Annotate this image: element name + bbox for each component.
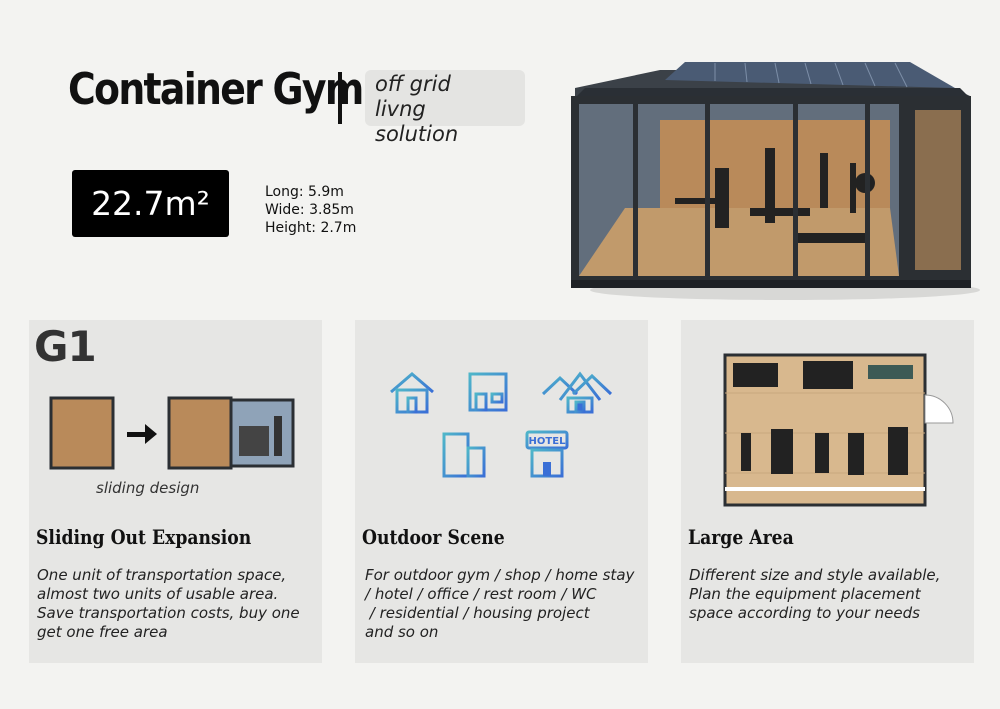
page-title: Container Gym xyxy=(68,64,364,115)
houses-icon xyxy=(541,371,613,414)
feature-card-sliding: G1 sliding design Sliding Out Expansion … xyxy=(29,320,322,663)
body-line: and so on xyxy=(365,623,439,641)
dimension-height: Height: 2.7m xyxy=(265,220,357,236)
body-line: / residential / housing project xyxy=(365,604,590,622)
area-badge: 22.7m² xyxy=(72,170,229,237)
body-line: / hotel / office / rest room / WC xyxy=(365,585,597,603)
body-line: get one free area xyxy=(37,623,168,641)
body-line: almost two units of usable area. xyxy=(37,585,279,603)
tagline-line-2: livng solution xyxy=(375,97,459,146)
card-heading: Outdoor Scene xyxy=(362,525,505,549)
body-line: space according to your needs xyxy=(689,604,920,622)
feature-card-outdoor: HOTEL Outdoor Scene For outdoor gym / sh… xyxy=(355,320,648,663)
hotel-icon: HOTEL xyxy=(525,430,569,478)
floor-plan xyxy=(723,353,954,507)
body-line: One unit of transportation space, xyxy=(37,566,287,584)
dimensions-list: Long: 5.9m Wide: 3.85m Height: 2.7m xyxy=(265,183,356,237)
sliding-caption: sliding design xyxy=(96,479,200,497)
tagline-line-1: off grid xyxy=(375,72,451,96)
model-badge: G1 xyxy=(34,322,97,371)
body-line: For outdoor gym / shop / home stay xyxy=(365,566,635,584)
office-building-icon xyxy=(442,432,486,478)
body-line: Different size and style available, xyxy=(689,566,941,584)
tagline-box: off grid livng solution xyxy=(365,70,525,146)
card-heading: Sliding Out Expansion xyxy=(36,525,252,549)
card-heading: Large Area xyxy=(688,525,794,549)
title-divider xyxy=(338,72,342,124)
card-body: Different size and style available, Plan… xyxy=(689,566,974,623)
arrow-right-icon xyxy=(127,424,157,444)
container-gym-illustration xyxy=(571,62,980,300)
feature-card-large-area: Large Area Different size and style avai… xyxy=(681,320,974,663)
scene-icons: HOTEL xyxy=(390,371,613,478)
dimension-long: Long: 5.9m xyxy=(265,184,344,200)
body-line: Plan the equipment placement xyxy=(689,585,921,603)
card-body: For outdoor gym / shop / home stay / hot… xyxy=(365,566,650,642)
body-line: Save transportation costs, buy one xyxy=(37,604,300,622)
house-icon xyxy=(390,372,434,414)
dimension-wide: Wide: 3.85m xyxy=(265,202,354,218)
hotel-sign-text: HOTEL xyxy=(529,436,567,447)
sliding-diagram xyxy=(49,396,295,470)
store-icon xyxy=(466,372,510,412)
card-body: One unit of transportation space, almost… xyxy=(37,566,322,642)
